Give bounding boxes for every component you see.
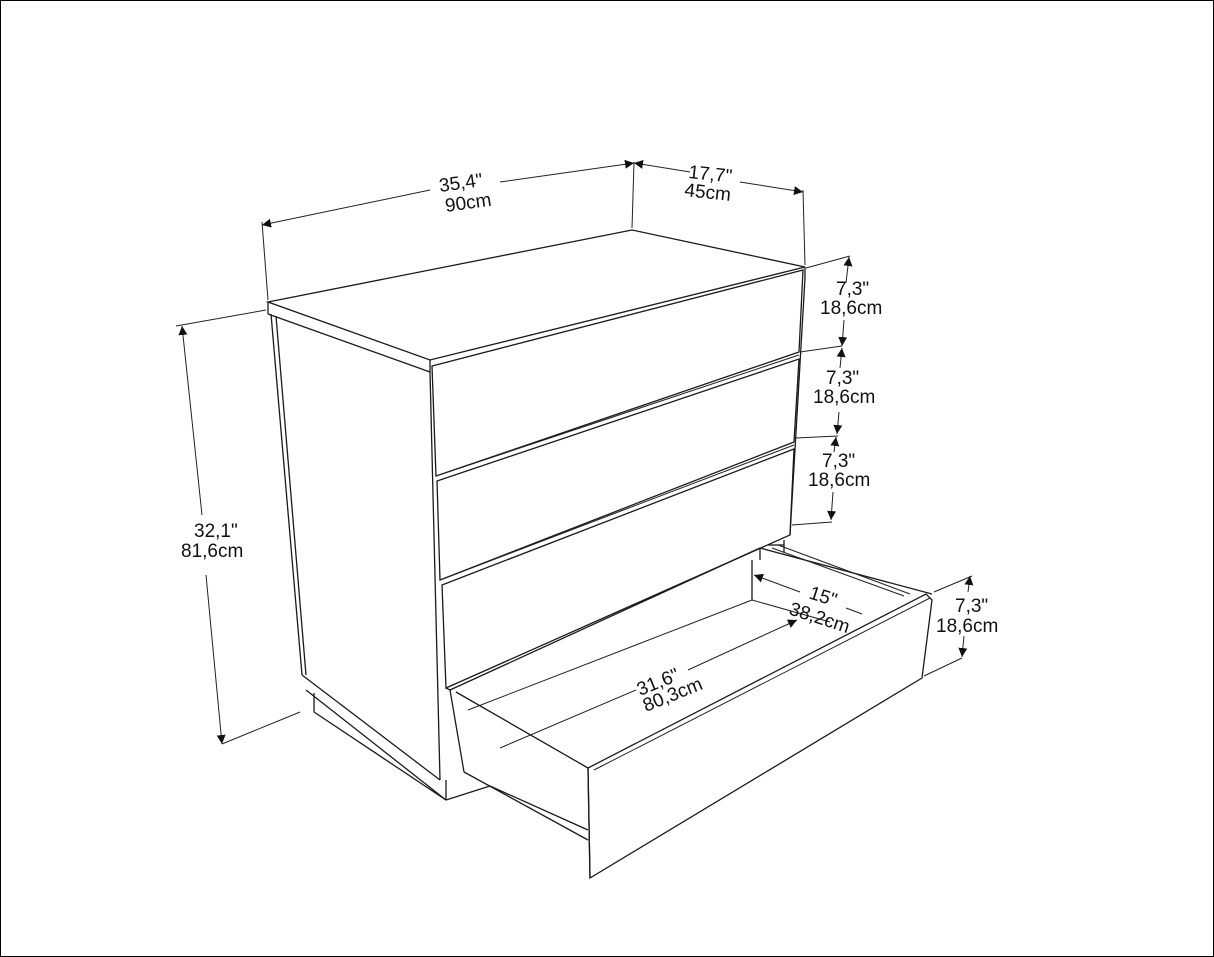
dimension-depth: 17,7" 45cm [633,159,806,266]
opened-drawer [449,540,933,880]
svg-text:32,1": 32,1" [194,521,238,542]
svg-text:7,3": 7,3" [836,279,869,300]
svg-text:18,6cm: 18,6cm [820,298,882,319]
svg-text:7,3": 7,3" [826,368,859,389]
dimension-width: 35,4" 90cm [261,159,635,301]
dimension-drawer-front-height: 7,3" 18,6cm [923,575,998,677]
svg-text:7,3": 7,3" [822,451,855,472]
svg-text:17,7": 17,7" [687,162,733,187]
dimension-drawer-depth: 15" 38,2cm [753,573,863,638]
cabinet-body [265,229,806,801]
dimension-drawer-heights: 7,3" 18,6cm 7,3" 18,6cm 7,3" 18,6cm [791,255,882,526]
svg-text:18,6cm: 18,6cm [936,616,998,637]
drawer-fronts [431,269,804,691]
dimension-height: 32,1" 81,6cm [175,309,301,745]
svg-text:18,6cm: 18,6cm [813,387,875,408]
svg-text:81,6cm: 81,6cm [181,541,243,562]
svg-text:7,3": 7,3" [955,596,988,617]
svg-text:18,6cm: 18,6cm [808,470,870,491]
svg-text:45cm: 45cm [683,180,731,206]
